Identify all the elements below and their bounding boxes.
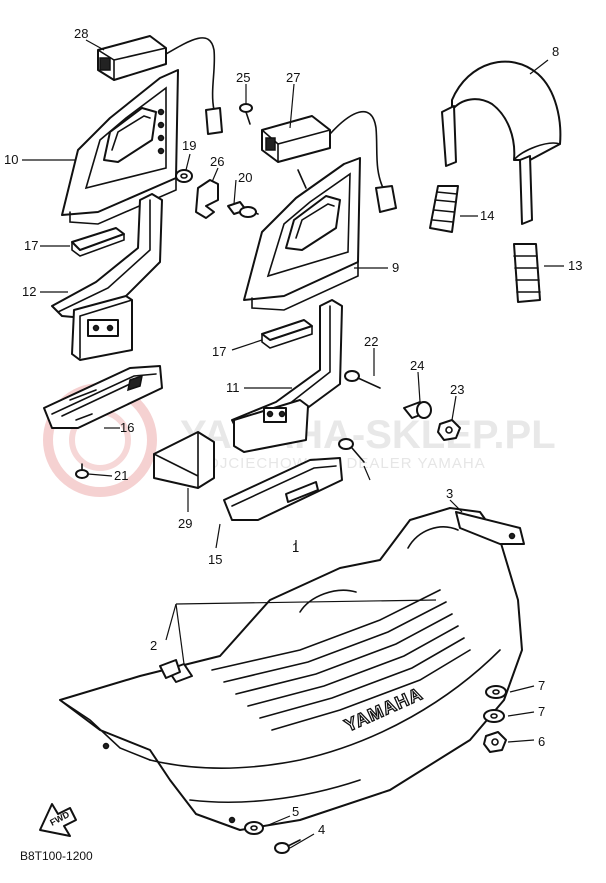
callout-13: 13: [568, 258, 582, 273]
part-15-grab-rail: [223, 457, 343, 521]
callout-5: 5: [292, 804, 299, 819]
callout-23: 23: [450, 382, 464, 397]
part-12-bracket: [51, 193, 163, 361]
callout-15: 15: [208, 552, 222, 567]
part-27-connector: [261, 110, 397, 213]
callout-20: 20: [238, 170, 252, 185]
callout-25: 25: [236, 70, 250, 85]
callout-numbers: 28 10 17 12 16 21 19 26 20 25 27 8 14 13…: [4, 26, 582, 837]
part-24-spacer: [403, 401, 432, 419]
callout-8: 8: [552, 44, 559, 59]
part-14-bellows: [429, 185, 459, 233]
callout-2: 2: [150, 638, 157, 653]
part-28-connector: [97, 35, 223, 135]
callout-29: 29: [178, 516, 192, 531]
callout-11: 11: [226, 380, 240, 395]
part-22-bolt: [344, 370, 381, 389]
callout-27: 27: [286, 70, 300, 85]
callout-10: 10: [4, 152, 18, 167]
callout-6: 6: [538, 734, 545, 749]
callout-24: 24: [410, 358, 424, 373]
part-7-washer-b: [483, 709, 505, 723]
part-29-u-bracket: [153, 431, 215, 489]
callout-28: 28: [74, 26, 88, 41]
part-20-bolt: [227, 201, 259, 218]
callout-17-middle: 17: [212, 344, 226, 359]
part-9-side-cover: [243, 157, 361, 311]
callout-21: 21: [114, 468, 128, 483]
part-2-hook: [159, 659, 181, 679]
leader-lines: [22, 39, 564, 849]
callout-17-left: 17: [24, 238, 38, 253]
part-26-clip: [195, 179, 219, 219]
callout-12: 12: [22, 284, 36, 299]
part-8-backrest: [441, 60, 562, 225]
part-25-bolt: [239, 103, 253, 125]
part-1-seat: YAMAHA: [59, 507, 525, 831]
callout-9: 9: [392, 260, 399, 275]
part-4-screw: [274, 839, 301, 854]
callout-7-b: 7: [538, 704, 545, 719]
callout-26: 26: [210, 154, 224, 169]
callout-4: 4: [318, 822, 325, 837]
callout-3: 3: [446, 486, 453, 501]
part-17-strip-left: [71, 227, 125, 257]
part-17-strip-middle: [261, 319, 313, 349]
part-18-bolt: [338, 438, 365, 463]
callout-1: 1: [292, 540, 299, 555]
part-23-nut: [437, 419, 461, 441]
part-7-washer-a: [485, 685, 507, 699]
part-5-washer: [244, 821, 264, 835]
callout-16: 16: [120, 420, 134, 435]
callout-19: 19: [182, 138, 196, 153]
callout-22: 22: [364, 334, 378, 349]
part-16-grab-rail: [43, 365, 163, 429]
callout-14: 14: [480, 208, 494, 223]
part-19-collar: [175, 169, 193, 183]
part-13-bellows: [513, 243, 541, 303]
part-10-side-cover: [61, 69, 179, 225]
drawing-code: B8T100-1200: [20, 849, 93, 863]
part-11-bracket: [231, 299, 343, 453]
callout-7-a: 7: [538, 678, 545, 693]
part-6-nut: [483, 731, 507, 753]
fwd-arrow: FWD: [39, 803, 77, 837]
